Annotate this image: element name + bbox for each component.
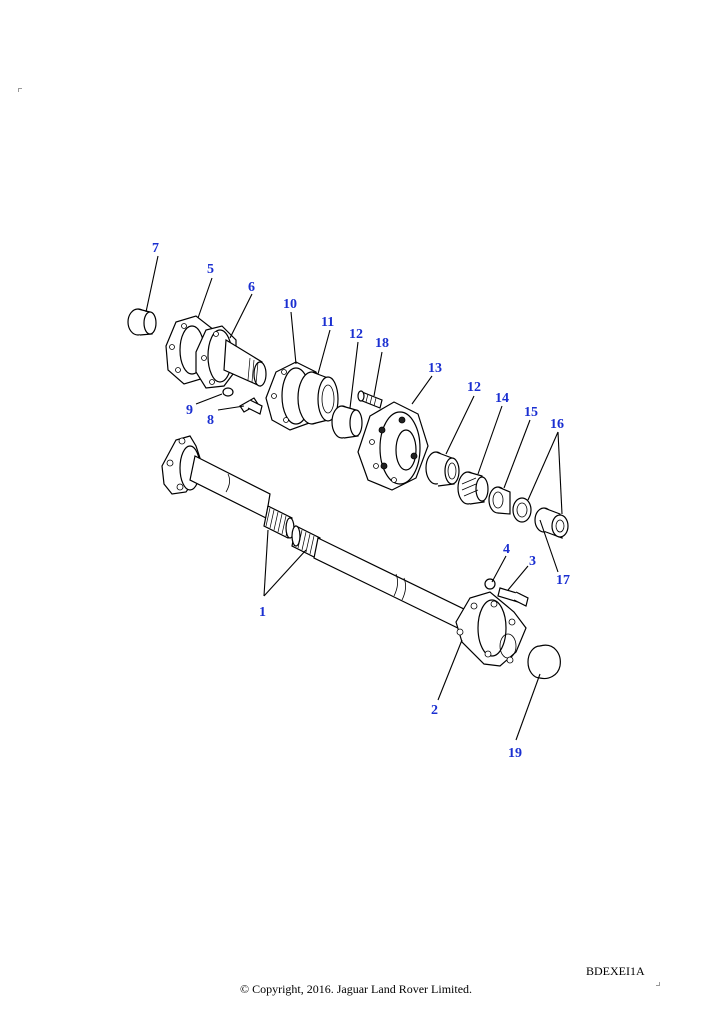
- stub-axle: [195, 325, 267, 389]
- callout-14[interactable]: 14: [495, 391, 509, 406]
- crop-mark-top-left: [18, 88, 22, 92]
- callout-9[interactable]: 9: [186, 403, 193, 418]
- hub-bearing: [425, 451, 460, 487]
- copyright-notice: © Copyright, 2016. Jaguar Land Rover Lim…: [239, 982, 473, 996]
- hub-lock-nut: [488, 486, 511, 515]
- bolt: [239, 397, 263, 415]
- axle-shaft: [161, 435, 527, 667]
- hub-oil-seal: [331, 405, 363, 439]
- callout-4[interactable]: 4: [503, 542, 510, 557]
- callout-3[interactable]: 3: [529, 554, 536, 569]
- callout-6[interactable]: 6: [248, 280, 255, 295]
- callouts: 7 5 6 10 11 12 18 13 12 14 15 16 9 8 17 …: [152, 241, 570, 761]
- callout-1[interactable]: 1: [259, 605, 266, 620]
- shaft-spline-inner: [263, 505, 295, 539]
- callout-15[interactable]: 15: [524, 405, 538, 420]
- wheel-hub: [357, 401, 429, 491]
- callout-8[interactable]: 8: [207, 413, 214, 428]
- wheel-stud: [357, 390, 383, 409]
- callout-19[interactable]: 19: [508, 746, 522, 761]
- callout-10[interactable]: 10: [283, 297, 297, 312]
- callout-13[interactable]: 13: [428, 361, 442, 376]
- callout-17[interactable]: 17: [556, 573, 570, 588]
- lock-washer: [222, 387, 234, 397]
- lock-washer-ring: [512, 497, 532, 523]
- callout-7[interactable]: 7: [152, 241, 159, 256]
- flange-bolt: [497, 587, 529, 607]
- callout-12-upper[interactable]: 12: [349, 327, 363, 342]
- crop-mark-bottom-right: [656, 982, 660, 986]
- leader-lines: [145, 255, 563, 741]
- outer-bearing: [457, 471, 489, 505]
- callout-18[interactable]: 18: [375, 336, 389, 351]
- callout-11[interactable]: 11: [321, 315, 334, 330]
- callout-12-lower[interactable]: 12: [467, 380, 481, 395]
- callout-2[interactable]: 2: [431, 703, 438, 718]
- callout-5[interactable]: 5: [207, 262, 214, 277]
- flange-washer: [484, 578, 496, 590]
- stub-axle-nut: [534, 507, 569, 539]
- diagram-reference-code: BDEXEI1A: [586, 964, 645, 978]
- oil-seal: [127, 308, 157, 336]
- callout-16[interactable]: 16: [550, 417, 564, 432]
- shaft-flange-right: [455, 591, 527, 667]
- hub-cap: [527, 644, 561, 680]
- drive-flange: [297, 371, 339, 425]
